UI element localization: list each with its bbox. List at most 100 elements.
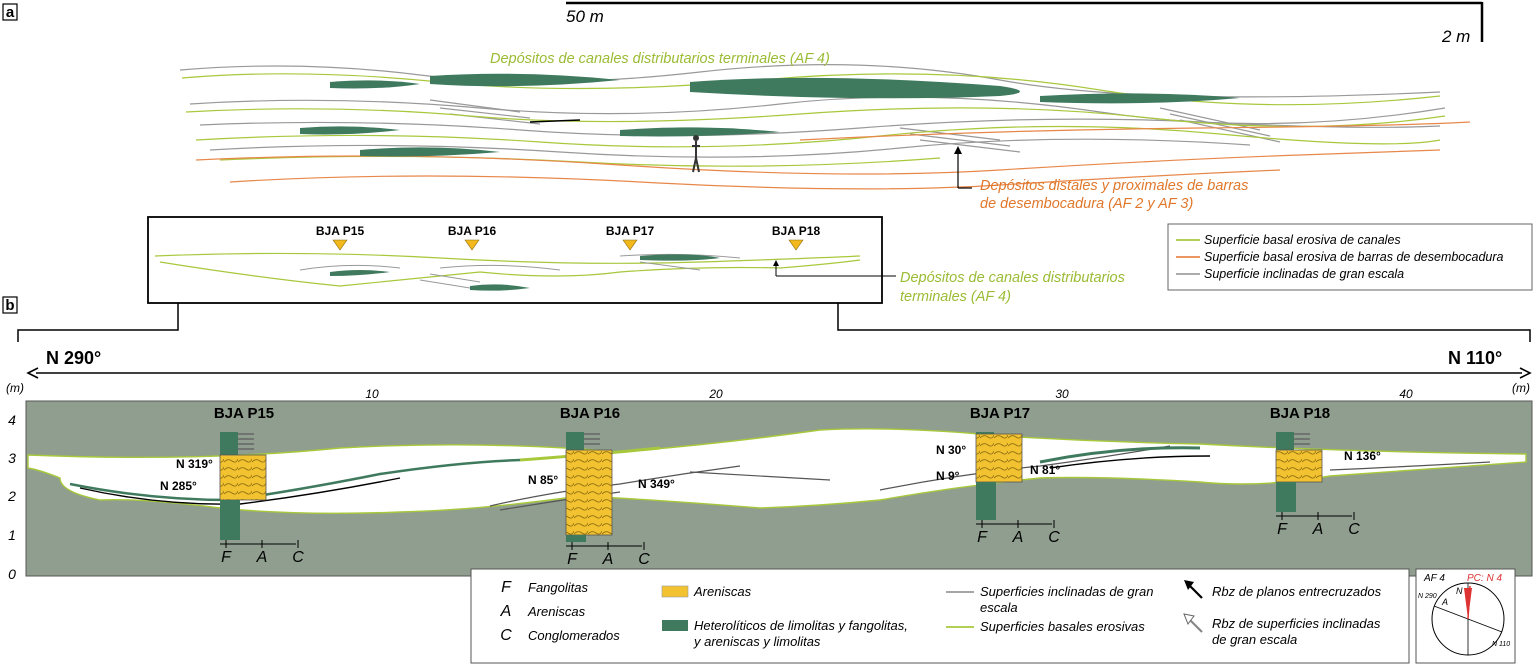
direction-left: N 290° bbox=[46, 348, 101, 368]
legend-hetero-line1: Heterolíticos de limolitas y fangolitas, bbox=[694, 618, 908, 633]
rose-left: N 290 bbox=[1418, 593, 1437, 600]
column-hetero-bottom bbox=[1276, 482, 1296, 512]
rbz-incl-arrowhead-icon bbox=[1183, 613, 1195, 626]
column-sandstone bbox=[975, 433, 1023, 483]
panel-b-box bbox=[2, 296, 18, 314]
inset-section-marker-icon bbox=[788, 239, 804, 251]
paleocurrent-label: N 81° bbox=[1030, 463, 1060, 477]
y-tick-label: 0 bbox=[8, 566, 16, 582]
rose-title: AF 4 bbox=[1423, 573, 1445, 584]
legend-rbz2-line1: Rbz de superficies inclinadas bbox=[1212, 616, 1381, 631]
column-grain-label: A bbox=[1312, 521, 1324, 538]
inset-label-line1: Depósitos de canales distributarios bbox=[900, 270, 1125, 286]
x-tick-label: 40 bbox=[1399, 387, 1413, 401]
inset-section-marker-icon bbox=[332, 239, 348, 251]
column-grain-label: F bbox=[977, 529, 988, 546]
column-title: BJA P15 bbox=[214, 405, 274, 422]
column-title: BJA P17 bbox=[970, 405, 1030, 422]
rbz-cross-arrowhead-icon bbox=[1184, 580, 1194, 590]
column-grain-label: C bbox=[292, 549, 304, 566]
column-grain-label: A bbox=[602, 551, 614, 568]
column-hetero-top bbox=[566, 432, 584, 450]
legend-abbrev-key: A bbox=[500, 603, 512, 620]
inset-section-label: BJA P15 bbox=[316, 224, 365, 238]
column-grain-label: A bbox=[1012, 529, 1024, 546]
y-tick-label: 4 bbox=[8, 412, 16, 428]
scale-horizontal-label: 50 m bbox=[566, 7, 604, 26]
legend-a-label: Superficie basal erosiva de barras de de… bbox=[1204, 250, 1504, 264]
legend-rbz2-line2: de gran escala bbox=[1212, 632, 1297, 647]
legend-sup-basal: Superficies basales erosivas bbox=[980, 619, 1145, 634]
x-tick-label: 10 bbox=[365, 387, 379, 401]
x-axis: 10 20 30 40 bbox=[365, 387, 1413, 401]
panel-a-box bbox=[2, 3, 18, 21]
legend-sup-incl-line1: Superficies inclinadas de gran bbox=[980, 584, 1153, 599]
column-hetero-bottom bbox=[220, 500, 240, 540]
x-tick-label: 20 bbox=[708, 387, 723, 401]
label-af4: Depósitos de canales distributarios term… bbox=[490, 51, 830, 67]
legend-a-label: Superficie basal erosiva de canales bbox=[1204, 233, 1401, 247]
inset-section-markers: BJA P15 BJA P16 BJA P17 BJA P18 bbox=[316, 224, 821, 251]
column-hetero-bottom bbox=[566, 535, 586, 542]
inset-label-line2: terminales (AF 4) bbox=[900, 289, 1011, 305]
column-grain-label: F bbox=[1277, 521, 1288, 538]
legend-a-label: Superficie inclinadas de gran escala bbox=[1204, 267, 1404, 281]
legend-sand-swatch bbox=[661, 585, 689, 598]
rose-a: A bbox=[1441, 597, 1448, 607]
column-grain-label: C bbox=[638, 551, 650, 568]
legend-abbrev-label: Conglomerados bbox=[528, 628, 620, 643]
scale-vertical-label: 2 m bbox=[1441, 27, 1470, 46]
legend-abbrev-label: Fangolitas bbox=[528, 580, 588, 595]
column-grain-label: C bbox=[1348, 521, 1360, 538]
panel-a-label: a bbox=[6, 4, 15, 21]
inset-section-marker-icon bbox=[464, 239, 480, 251]
column-sandstone bbox=[1275, 449, 1323, 483]
inset-section-label: BJA P18 bbox=[772, 224, 821, 238]
paleocurrent-label: N 30° bbox=[936, 443, 966, 457]
scale-bar: 50 m 2 m bbox=[566, 1, 1484, 46]
y-tick-label: 2 bbox=[7, 488, 16, 504]
inset-section-label: BJA P17 bbox=[606, 224, 655, 238]
column-grain-label: F bbox=[567, 551, 578, 568]
paleocurrent-label: N 319° bbox=[176, 457, 213, 471]
label-af23-line2: de desembocadura (AF 2 y AF 3) bbox=[980, 196, 1193, 212]
paleocurrent-label: N 285° bbox=[160, 479, 197, 493]
legend-abbrev-key: F bbox=[501, 579, 512, 596]
y-tick-label: 1 bbox=[8, 527, 16, 543]
column-title: BJA P18 bbox=[1270, 405, 1330, 422]
legend-abbrev-key: C bbox=[500, 627, 512, 644]
direction-right: N 110° bbox=[1448, 348, 1502, 368]
unit-right: (m) bbox=[1512, 381, 1530, 395]
column-sandstone bbox=[565, 449, 613, 536]
rose-pc: PC: N 4 bbox=[1467, 573, 1502, 584]
legend-a: Superficie basal erosiva de canalesSuper… bbox=[1167, 223, 1533, 291]
label-af23-line1: Depósitos distales y proximales de barra… bbox=[980, 178, 1248, 194]
x-tick-label: 30 bbox=[1055, 387, 1069, 401]
paleocurrent-label: N 85° bbox=[528, 473, 558, 487]
column-hetero-top bbox=[220, 432, 238, 455]
rose-n: N bbox=[1456, 586, 1463, 596]
column-title: BJA P16 bbox=[560, 405, 620, 422]
column-hetero-top bbox=[976, 432, 994, 434]
legend-sup-incl-line2: escala bbox=[980, 600, 1018, 615]
column-hetero-bottom bbox=[976, 482, 996, 520]
panel-a: a 50 m 2 m bbox=[2, 1, 1533, 305]
column-grain-label: F bbox=[221, 549, 232, 566]
panel-b-label: b bbox=[5, 297, 14, 314]
legend-hetero-line2: y areniscas y limolitas bbox=[693, 634, 821, 649]
legend-abbrev-label: Areniscas bbox=[527, 604, 586, 619]
column-grain-label: C bbox=[1048, 529, 1060, 546]
outcrop-sketch bbox=[179, 64, 1471, 190]
rose-right: N 110 bbox=[1492, 641, 1510, 648]
inset-section-label: BJA P16 bbox=[448, 224, 497, 238]
legend-areniscas: Areniscas bbox=[693, 584, 752, 599]
unit-left: (m) bbox=[6, 381, 24, 395]
